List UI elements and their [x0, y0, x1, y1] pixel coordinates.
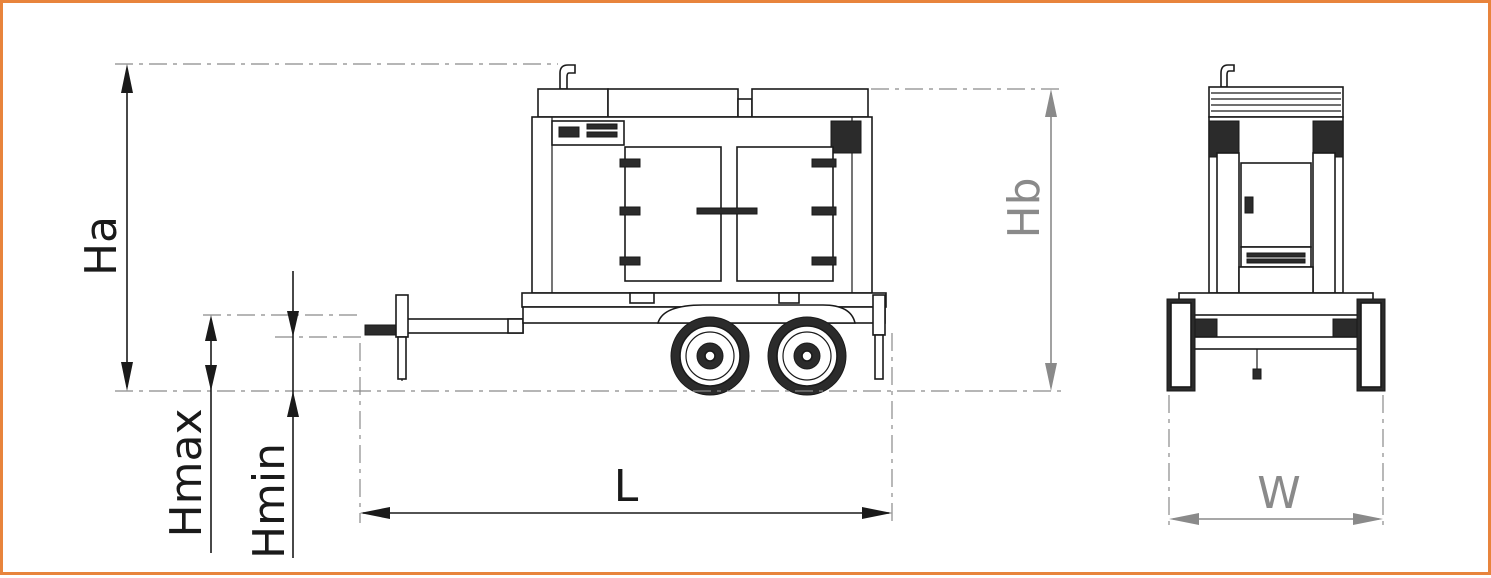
- roof-mid: [607, 88, 739, 118]
- side-view-generator: [364, 64, 887, 396]
- drawbar: [402, 318, 524, 334]
- extension-lines: [115, 63, 1384, 529]
- dimension-ha: Ha: [76, 64, 133, 391]
- wheel-front: [670, 316, 750, 396]
- exhaust-pipe: [559, 64, 576, 90]
- roof-front: [1208, 86, 1344, 118]
- dimension-hb: Hb: [999, 89, 1057, 391]
- wheel-rear: [767, 316, 847, 396]
- technical-drawing: Ha Hmax Hmin L Hb W: [76, 63, 1386, 559]
- label-hmax: Hmax: [161, 409, 212, 538]
- roof-left: [537, 88, 609, 118]
- dimension-width: W: [1169, 468, 1383, 525]
- exhaust-pipe-front: [1220, 64, 1235, 88]
- rear-stand: [874, 334, 884, 380]
- louvre: [830, 120, 862, 154]
- louvre-left: [1208, 120, 1240, 158]
- label-hb: Hb: [999, 177, 1050, 238]
- jockey-leg: [397, 336, 407, 380]
- mudguard: [656, 304, 856, 324]
- label-ha: Ha: [76, 216, 127, 276]
- dimension-hmax: Hmax: [161, 315, 217, 553]
- dimension-hmin: Hmin: [244, 271, 299, 559]
- roof-right: [751, 88, 869, 118]
- chassis-front: [1178, 292, 1374, 316]
- label-hmin: Hmin: [244, 443, 295, 559]
- dimension-length: L: [360, 461, 892, 519]
- label-length: L: [614, 461, 639, 512]
- louvre-right: [1312, 120, 1344, 158]
- label-width: W: [1257, 468, 1301, 519]
- front-view-generator: [1166, 64, 1386, 392]
- lifting-eye: [737, 98, 753, 118]
